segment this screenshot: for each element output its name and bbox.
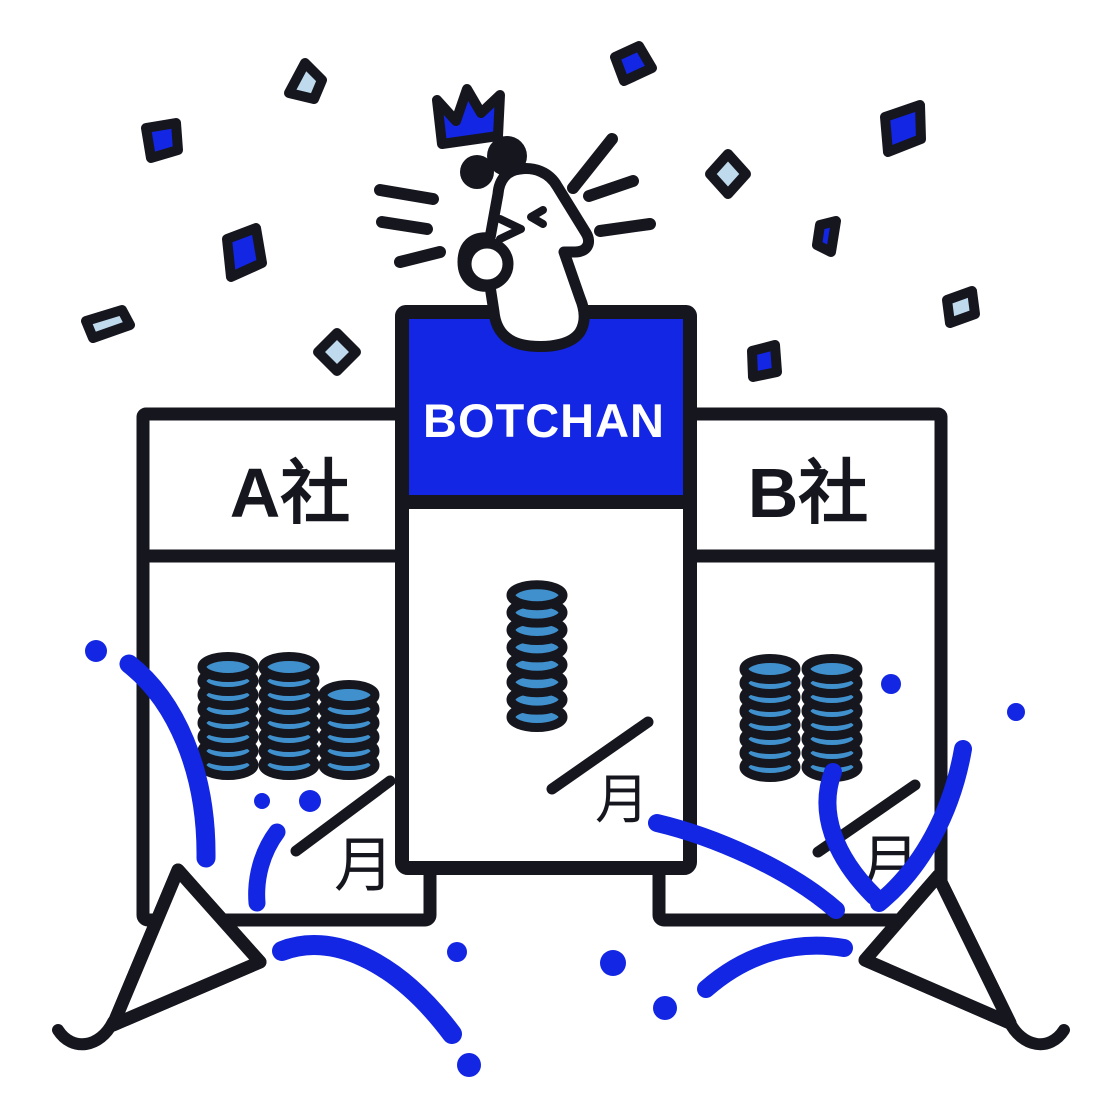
confetti-piece [942, 286, 980, 328]
blue-dot [447, 942, 467, 962]
confetti-piece [284, 58, 327, 104]
card-botchan-label: BOTCHAN [423, 394, 665, 447]
streamer-arc [648, 814, 845, 919]
coin-stack [739, 654, 863, 782]
confetti-piece [705, 149, 751, 199]
party-popper-right [858, 869, 1070, 1051]
coin-stack [197, 652, 380, 780]
closed-eye-icon [496, 215, 525, 243]
mascot-fist [460, 237, 514, 291]
hair-bun [460, 155, 494, 189]
card-botchan: BOTCHAN 月 [395, 305, 697, 875]
confetti-piece [812, 216, 841, 257]
speech-line [583, 175, 639, 202]
closed-eye-icon [527, 206, 547, 228]
confetti-group [81, 41, 980, 382]
blue-dot [881, 674, 901, 694]
card-botchan-unit: 月 [595, 770, 649, 830]
streamer-arc [818, 763, 883, 905]
blue-dot [457, 1053, 481, 1077]
price-slash [290, 775, 396, 857]
speech-line [376, 216, 433, 235]
confetti-piece [313, 328, 361, 376]
speech-line [594, 218, 656, 237]
streamer-arc [272, 935, 462, 1044]
blue-dot [600, 950, 626, 976]
popper-tail [52, 1016, 119, 1051]
party-popper-left [52, 863, 267, 1051]
confetti-piece [610, 41, 657, 86]
coin-stack [506, 580, 568, 732]
blue-dot [299, 790, 321, 812]
crown-icon [432, 84, 505, 149]
confetti-piece [880, 100, 926, 157]
popper-outline [106, 863, 267, 1032]
card-a-unit: 月 [334, 832, 394, 899]
card-a-label: A社 [230, 454, 351, 532]
streamer-arc [248, 823, 286, 912]
streamer-arc [870, 740, 972, 912]
price-slash [546, 716, 654, 795]
blue-dot [254, 793, 270, 809]
card-b-label: B社 [748, 454, 869, 532]
mascot [374, 84, 656, 352]
confetti-piece [747, 340, 782, 382]
blue-dot [85, 640, 107, 662]
blue-dot [1007, 703, 1025, 721]
speech-line [374, 184, 439, 205]
card-company-a: A社 月 [136, 407, 437, 927]
mascot-face [457, 163, 594, 352]
confetti-piece [141, 118, 183, 163]
popper-tail [1003, 1015, 1070, 1051]
popper-outline [858, 869, 1017, 1030]
speech-line [567, 133, 618, 194]
speech-line [394, 246, 446, 268]
streamers-group [85, 640, 1025, 1077]
streamer-arc [119, 654, 216, 868]
streamer-arc [697, 936, 853, 998]
confetti-piece [222, 223, 267, 282]
confetti-piece [81, 305, 135, 343]
blue-dot [653, 996, 677, 1020]
